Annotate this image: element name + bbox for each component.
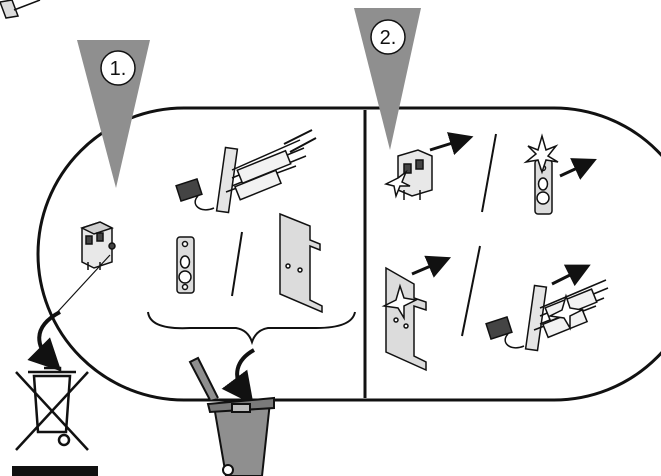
parts-separator-2 — [481, 133, 497, 213]
weee-underline-bar — [12, 466, 98, 476]
module-removal — [383, 149, 433, 200]
step-2-label: 2. — [380, 27, 397, 49]
cropped-device-fragment — [0, 0, 41, 19]
e-waste-arrow — [27, 310, 62, 372]
step-1-label: 1. — [110, 58, 127, 80]
mounting-plate-removal — [381, 266, 427, 372]
parts-grouping-brace — [147, 311, 356, 346]
module-pointer-line — [51, 254, 111, 319]
general-waste-bin-icon — [188, 356, 275, 476]
parts-separator-3 — [461, 245, 481, 337]
step-1-marker: 1. — [77, 40, 150, 188]
removal-arrow-3 — [411, 255, 452, 278]
general-waste-arrow — [221, 348, 256, 405]
weee-crossed-bin-icon — [15, 366, 89, 451]
step-2-marker: 2. — [354, 8, 421, 150]
removal-arrow-4 — [551, 264, 591, 287]
plate-removal — [523, 133, 559, 215]
ignition-assembly-removal — [485, 279, 609, 352]
small-gasket-plate — [176, 236, 195, 294]
removal-arrow-1 — [429, 132, 474, 156]
ignition-assembly — [175, 129, 317, 214]
stadium-frame — [36, 106, 661, 402]
electronic-module — [80, 221, 116, 270]
mounting-plate — [279, 212, 323, 314]
parts-separator-1 — [231, 231, 243, 297]
removal-arrow-2 — [559, 158, 597, 180]
